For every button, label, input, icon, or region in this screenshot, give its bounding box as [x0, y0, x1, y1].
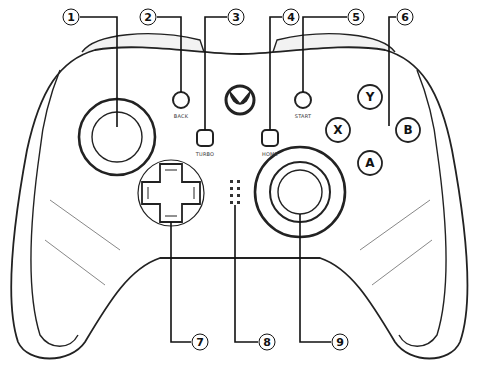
home-button — [262, 130, 278, 146]
y-button — [358, 85, 382, 109]
callout-number: 5 — [348, 9, 365, 26]
logo-ring — [226, 86, 254, 114]
leader-line — [157, 17, 181, 92]
callout-number: 7 — [192, 334, 209, 351]
callout-number: 1 — [63, 9, 80, 26]
face-button-letter: B — [403, 124, 412, 136]
leader-line — [270, 17, 282, 130]
right-stick — [270, 162, 330, 222]
left-grip-line — [31, 150, 78, 346]
leader-line — [303, 17, 347, 92]
callout-number: 6 — [397, 9, 414, 26]
button-label: HOME — [262, 152, 278, 157]
right-grip-line — [399, 150, 446, 346]
leader-line — [80, 17, 117, 127]
leader-line — [389, 17, 396, 126]
right-stick-top — [278, 170, 322, 214]
a-button — [358, 151, 382, 175]
callout-number: 8 — [259, 334, 276, 351]
turbo-button — [197, 130, 213, 146]
leader-line — [300, 214, 331, 342]
button-label: START — [295, 114, 311, 119]
dpad-well — [138, 160, 204, 226]
b-button — [396, 118, 420, 142]
leader-line — [205, 17, 227, 130]
logo-face — [230, 92, 250, 104]
leader-line — [235, 205, 258, 342]
face-button-letter: X — [333, 124, 342, 136]
dpad-detail — [148, 170, 194, 216]
grip-texture — [45, 200, 432, 285]
leader-line — [171, 222, 191, 342]
callout-number: 3 — [228, 9, 245, 26]
speaker-dots — [230, 180, 240, 204]
callout-number: 4 — [283, 9, 300, 26]
face-button-letter: A — [365, 157, 374, 169]
leader-lines — [80, 17, 396, 342]
back-button — [173, 92, 189, 108]
callout-number: 2 — [140, 9, 157, 26]
callout-number: 9 — [332, 334, 349, 351]
controller-body — [11, 47, 467, 358]
dpad — [142, 164, 200, 222]
x-button — [326, 118, 350, 142]
face-button-letter: Y — [366, 91, 375, 103]
button-label: BACK — [174, 114, 188, 119]
start-button — [295, 92, 311, 108]
button-label: TURBO — [196, 152, 214, 157]
